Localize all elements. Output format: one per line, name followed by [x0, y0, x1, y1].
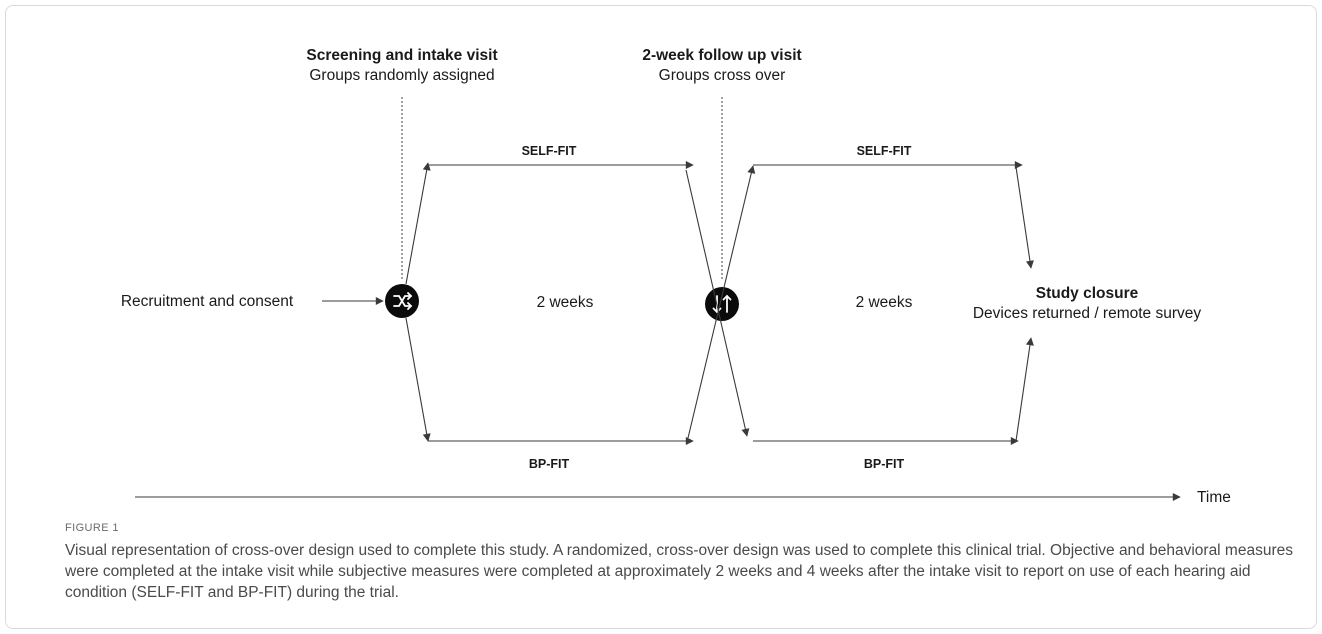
visit1-title: Screening and intake visit: [306, 47, 497, 64]
lower-arm-period2-label: BP-FIT: [864, 457, 905, 471]
upper-to-lower-cross-arrow: [685, 169, 750, 437]
crossover-node: [705, 287, 739, 321]
lower-to-upper-cross-arrow: [687, 165, 756, 439]
visit2-title: 2-week follow up visit: [642, 47, 801, 64]
figure-caption: Visual representation of cross-over desi…: [65, 542, 1293, 601]
upper-arm-period1-label: SELF-FIT: [522, 144, 577, 158]
upper-arm-period2-label: SELF-FIT: [857, 144, 912, 158]
time-axis-label: Time: [1197, 489, 1231, 506]
period1-duration: 2 weeks: [537, 294, 594, 311]
crossover-diagram: Screening and intake visit Groups random…: [121, 47, 1231, 506]
shuffle-icon: [393, 292, 413, 310]
visit1-subtitle: Groups randomly assigned: [309, 67, 494, 84]
closure-title: Study closure: [1036, 285, 1139, 302]
upper-arm-start-arrow: [405, 162, 431, 285]
lower-arm-closure-arrow: [1015, 337, 1034, 442]
figure-frame: [5, 5, 1317, 629]
visit2-subtitle: Groups cross over: [659, 67, 786, 84]
figure-label: FIGURE 1: [65, 522, 119, 534]
closure-subtitle: Devices returned / remote survey: [973, 305, 1202, 322]
upper-arm-closure-arrow: [1015, 166, 1034, 269]
recruitment-label: Recruitment and consent: [121, 293, 294, 310]
lower-arm-start-arrow: [405, 317, 431, 442]
period2-duration: 2 weeks: [856, 294, 913, 311]
lower-arm-period1-label: BP-FIT: [529, 457, 570, 471]
